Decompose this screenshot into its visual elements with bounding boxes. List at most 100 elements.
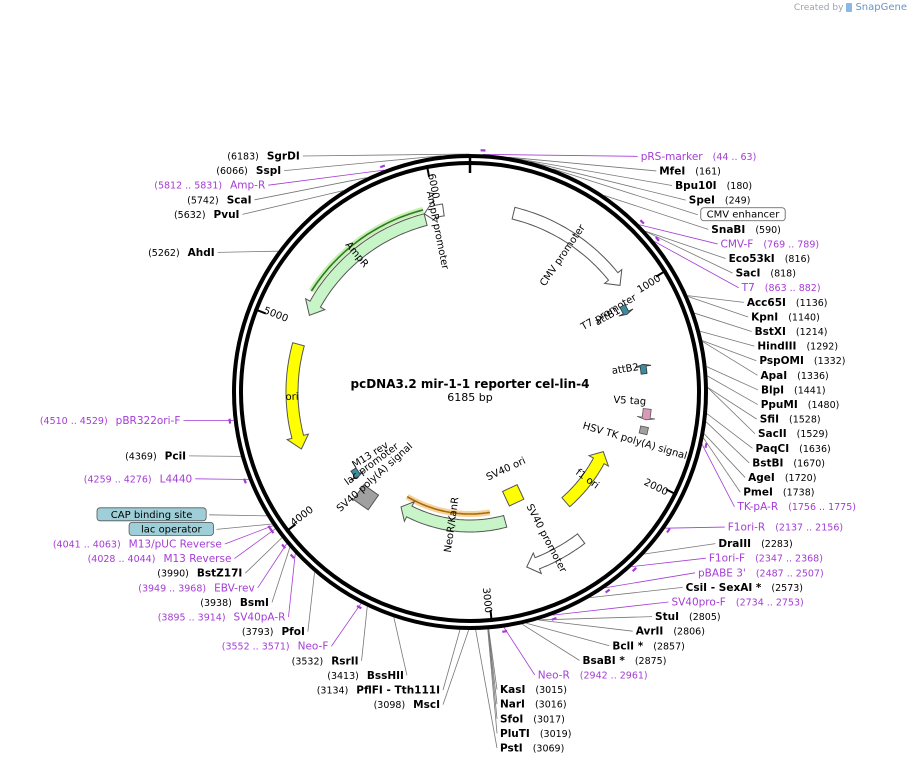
bpu10i-name: Bpu10I bbox=[675, 180, 717, 192]
pflfi-tth111i-label: (3134)PflFI - Tth111I bbox=[317, 685, 440, 697]
bstxi-leader bbox=[694, 312, 752, 332]
csii-sexai-position: (2573) bbox=[771, 583, 803, 594]
cap-binding-site-leader bbox=[209, 514, 267, 517]
ebv-rev-label: (3949 .. 3968)EBV-rev bbox=[138, 582, 254, 594]
bpu10i-text: Bpu10I(180) bbox=[675, 180, 752, 192]
credit-prefix: Created by bbox=[793, 2, 844, 13]
psti-label: PstI(3069) bbox=[500, 743, 564, 755]
acc65i-position: (1136) bbox=[796, 298, 828, 309]
f1ori-r-label: F1ori-R(2137 .. 2156) bbox=[728, 522, 843, 534]
prs-marker-leader bbox=[482, 153, 638, 157]
bpu10i-label: Bpu10I(180) bbox=[675, 180, 752, 192]
ebv-rev-name: EBV-rev bbox=[214, 582, 255, 594]
tick-label-5000: 5000 bbox=[262, 305, 290, 324]
bstz17i-position: (3990) bbox=[157, 569, 189, 580]
ebv-rev-text: (3949 .. 3968)EBV-rev bbox=[138, 582, 254, 594]
cmv-enhancer-box bbox=[700, 207, 786, 222]
l4440-name: L4440 bbox=[160, 473, 193, 485]
apai-leader bbox=[702, 341, 758, 376]
stui-leader bbox=[538, 616, 653, 621]
feature-ori-label: ori bbox=[285, 392, 298, 403]
paqci-position: (1636) bbox=[799, 444, 831, 455]
pvui-position: (5632) bbox=[174, 210, 206, 221]
stui-position: (2805) bbox=[689, 612, 721, 623]
plasmid-size: 6185 bp bbox=[447, 391, 493, 404]
m13-reverse-text: (4028 .. 4044)M13 Reverse bbox=[88, 553, 232, 565]
pluti-label: PluTI(3019) bbox=[500, 728, 571, 740]
avrii-name: AvrII bbox=[636, 626, 664, 638]
sgrdi-text: (6183)SgrDI bbox=[227, 151, 299, 163]
avrii-text: AvrII (2806) bbox=[636, 626, 705, 638]
pflfi-tth111i-leader bbox=[442, 629, 461, 691]
saci-leader bbox=[645, 231, 733, 274]
blpi-name: BlpI bbox=[761, 384, 784, 396]
f1ori-f-name: F1ori-F bbox=[709, 553, 745, 565]
pmei-leader bbox=[703, 437, 741, 493]
l4440-label: (4259 .. 4276)L4440 bbox=[84, 473, 192, 485]
pbabe-3-label: pBABE 3'(2487 .. 2507) bbox=[698, 567, 824, 579]
ebv-rev-primer-mark bbox=[281, 543, 287, 549]
nari-label: NarI(3016) bbox=[500, 699, 567, 711]
sfii-leader bbox=[707, 387, 757, 420]
msci-text: (3098)MscI bbox=[374, 699, 440, 711]
pbr322ori-f-position: (4510 .. 4529) bbox=[40, 416, 108, 427]
m13-reverse-primer-mark bbox=[269, 528, 275, 534]
amp-r-position: (5812 .. 5831) bbox=[154, 181, 222, 192]
bstxi-text: BstXI(1214) bbox=[755, 326, 828, 338]
sgrdi-name: SgrDI bbox=[267, 151, 300, 163]
cmv-f-label: CMV-F(769 .. 789) bbox=[721, 238, 820, 250]
snabi-label: SnaBI(590) bbox=[711, 224, 781, 236]
prs-marker-text: pRS-marker(44 .. 63) bbox=[641, 151, 757, 163]
acc65i-text: Acc65I(1136) bbox=[747, 297, 828, 309]
paqci-name: PaqCI bbox=[755, 443, 789, 455]
neo-r-name: Neo-R bbox=[538, 670, 570, 682]
feature-f1-ori bbox=[561, 450, 610, 508]
m13-puc-reverse-name: M13/pUC Reverse bbox=[129, 539, 222, 551]
draiii-position: (2283) bbox=[761, 539, 793, 550]
bstbi-name: BstBI bbox=[752, 457, 783, 469]
kasi-leader bbox=[488, 629, 498, 690]
avrii-position: (2806) bbox=[673, 627, 705, 638]
bcli-text: BclI *(2857) bbox=[612, 640, 684, 652]
sv40pro-f-position: (2734 .. 2753) bbox=[736, 598, 804, 609]
feature-neor-kanr-strand bbox=[406, 495, 491, 515]
spei-position: (249) bbox=[725, 196, 751, 207]
feature-sv40-ori-label: SV40 ori bbox=[485, 456, 528, 484]
bsshii-position: (3413) bbox=[327, 671, 359, 682]
ahdi-leader bbox=[217, 250, 279, 253]
feature-ampr bbox=[304, 213, 428, 316]
spei-leader bbox=[529, 161, 686, 201]
sv40pa-r-text: (3895 .. 3914)SV40pA-R bbox=[158, 612, 286, 624]
sv40pro-f-text: SV40pro-F(2734 .. 2753) bbox=[671, 597, 803, 609]
pvui-text: (5632)PvuI bbox=[174, 209, 240, 221]
label-leader-lines bbox=[183, 149, 759, 749]
sspi-text: (6066)SspI bbox=[216, 165, 281, 177]
pfoi-position: (3793) bbox=[242, 627, 274, 638]
nari-position: (3016) bbox=[535, 700, 567, 711]
tk-pa-r-primer-mark bbox=[704, 442, 708, 448]
pbr322ori-f-label: (4510 .. 4529)pBR322ori-F bbox=[40, 415, 181, 427]
pcii-position: (4369) bbox=[125, 451, 157, 462]
f1ori-f-text: F1ori-F(2347 .. 2368) bbox=[709, 553, 823, 565]
pmei-text: PmeI(1738) bbox=[743, 487, 814, 499]
spei-name: SpeI bbox=[689, 195, 715, 207]
plasmid-title-block: pcDNA3.2 mir-1-1 reporter cel-lin-4 6185… bbox=[300, 377, 640, 405]
neo-r-text: Neo-R(2942 .. 2961) bbox=[538, 670, 648, 682]
msci-label: (3098)MscI bbox=[374, 699, 440, 711]
neo-r-label: Neo-R(2942 .. 2961) bbox=[538, 670, 648, 682]
ahdi-text: (5262) AhdI bbox=[148, 247, 215, 259]
avrii-leader bbox=[538, 619, 633, 632]
saci-name: SacI bbox=[736, 268, 761, 280]
scai-leader bbox=[254, 177, 367, 201]
sacii-name: SacII bbox=[758, 428, 787, 440]
ahdi-position: (5262) bbox=[148, 248, 180, 259]
draiii-text: DraIII(2283) bbox=[718, 538, 792, 550]
f1ori-r-leader bbox=[665, 526, 725, 529]
csii-sexai-leader bbox=[589, 587, 683, 599]
feature-sv40-ori bbox=[501, 484, 525, 507]
f1ori-f-primer-mark bbox=[631, 567, 637, 573]
bsshii-name: BssHII bbox=[367, 670, 404, 682]
ahdi-name: AhdI bbox=[188, 247, 215, 259]
bstxi-label: BstXI(1214) bbox=[755, 326, 828, 338]
